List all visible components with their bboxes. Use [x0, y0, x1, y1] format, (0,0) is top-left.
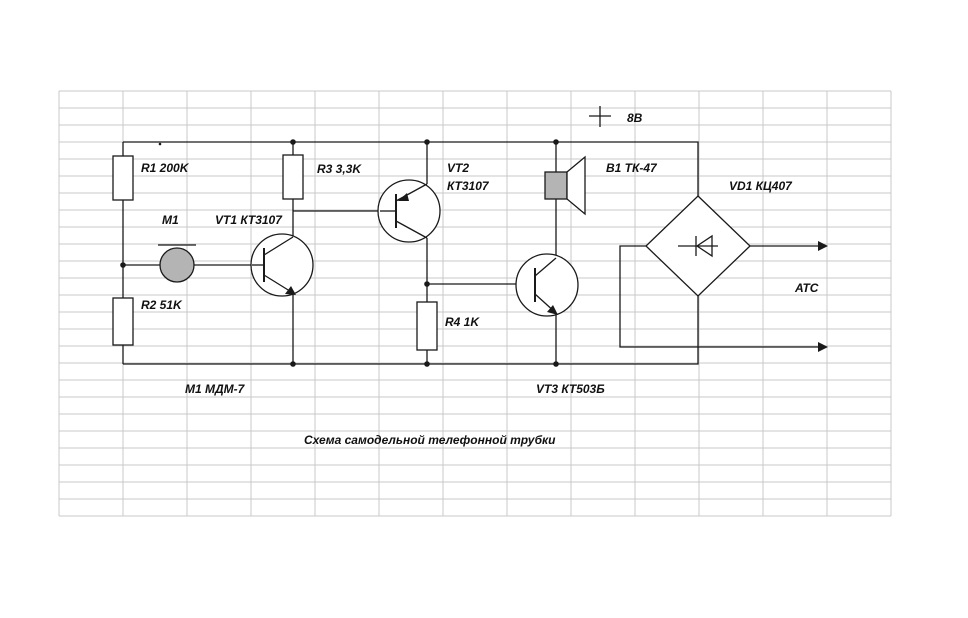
label-r4: R4 1K: [445, 315, 480, 329]
background-grid: [58, 90, 892, 517]
diode-bridge-vd1: [645, 195, 751, 297]
transistor-vt1: [250, 233, 314, 297]
output-arrow-top: [818, 241, 828, 251]
junction-dots: [120, 139, 559, 367]
label-r3: R3 3,3K: [317, 162, 362, 176]
label-vt1: VT1 КТ3107: [215, 213, 283, 227]
label-m1: М1: [162, 213, 179, 227]
label-r2: R2 51K: [141, 298, 183, 312]
resistor-r3: [282, 154, 304, 200]
vt1-emitter-arrow: [285, 286, 296, 295]
label-b1: В1 ТК-47: [606, 161, 658, 175]
label-vt2-model: КТ3107: [447, 179, 490, 193]
wiring: [122, 106, 818, 365]
resistor-r2: [112, 297, 134, 346]
speaker-b1: [544, 155, 586, 216]
label-vd1: VD1 КЦ407: [729, 179, 793, 193]
vt2-emitter-arrow: [398, 193, 409, 201]
vt3-emitter-arrow: [547, 305, 558, 315]
transistor-vt3: [515, 253, 579, 317]
resistor-r4: [416, 301, 438, 351]
label-vt3: VT3 КТ503Б: [536, 382, 605, 396]
label-supply-voltage: 8В: [627, 111, 643, 125]
resistor-r1: [112, 155, 134, 201]
output-arrow-bottom: [818, 342, 828, 352]
ground-rail: [123, 296, 699, 365]
label-r1: R1 200K: [141, 161, 190, 175]
label-m1-model: М1 МДМ-7: [185, 382, 246, 396]
label-atc: АТС: [794, 281, 819, 295]
supply-rail: [123, 141, 699, 196]
microphone-m1: [158, 244, 196, 283]
label-vt2-name: VT2: [447, 161, 469, 175]
transistor-vt2: [377, 179, 441, 243]
diagram-caption: Схема самодельной телефонной трубки: [304, 433, 556, 447]
